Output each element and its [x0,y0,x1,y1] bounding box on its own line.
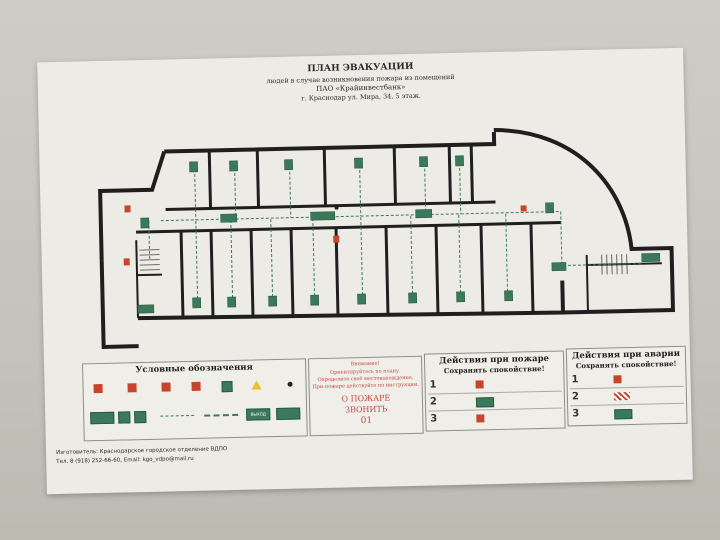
phone-icon [475,380,484,389]
exit-arrow-icon [134,411,147,424]
you-are-here-icon [287,381,293,387]
notice-panel: Внимание! Ориентируйтесь по плану. Опред… [307,355,424,437]
phone-icon [191,381,201,391]
divider [570,402,685,407]
corridor-wall-bottom [136,221,561,234]
divider [427,390,562,395]
fire-hydrant-icon [161,382,171,392]
exit-arrow-icon [90,411,115,425]
notice-attention: Внимание! [350,360,380,368]
divider [428,407,563,412]
legend-title: Условные обозначения [135,362,253,376]
outer-wall-bottom-left [99,260,139,349]
exit-arrow-icon [475,397,495,408]
exit-sign-label: ВЫХОД [250,411,266,417]
accident-actions-panel: Действия при аварии Сохранять спокойстви… [565,345,688,427]
accident-actions-subtitle: Сохранять спокойствие! [575,358,677,371]
hazard-stripes-icon [613,392,630,401]
fire-call-number: 01 [360,415,373,427]
floor-plan [98,128,676,349]
exit-arrow-icon [118,411,131,424]
fire-extinguisher-icon [93,383,103,394]
route-line-icon [160,414,195,417]
notice-line: При пожаре действуйте по инструкции. [312,381,419,391]
fire-alarm-icon [127,383,137,393]
electric-hazard-icon [251,380,262,390]
step-number: 1 [429,379,437,391]
corridor-wall-top [165,200,496,212]
step-number: 3 [430,413,438,425]
outer-wall-top [164,131,497,154]
fire-extinguisher-icon [476,414,485,423]
exit-arrow-icon [614,408,633,420]
step-number: 3 [572,408,580,420]
manufacturer-contacts: Тел. 8 (918) 252-66-60, Email: kgo_vdpo@… [56,455,194,466]
fire-actions-panel: Действия при пожаре Сохранять спокойстви… [423,350,566,432]
divider [569,385,684,390]
step-number: 2 [571,391,579,403]
outer-wall-left [98,150,167,262]
legend-panel: Условные обозначения ВЫХОД [82,358,308,442]
fire-call-line1: О ПОЖАРЕ [341,393,391,404]
first-aid-icon [221,381,233,393]
step-number: 1 [571,374,579,386]
outer-wall-curved [493,128,676,315]
exit-sign-icon: ВЫХОД [246,408,271,421]
exit-sign-icon [276,407,301,421]
step-number: 2 [429,396,438,408]
evacuation-plan-board: ПЛАН ЭВАКУАЦИИ людей в случае возникнове… [37,47,693,495]
route-line-icon [204,413,239,417]
manufacturer: Изготовитель: Краснодарское городское от… [55,446,228,457]
fire-actions-subtitle: Сохранять спокойствие! [443,363,545,376]
phone-icon [613,375,622,384]
fire-call-line2: ЗВОНИТЬ [344,404,388,415]
outer-wall-bottom [137,280,566,321]
